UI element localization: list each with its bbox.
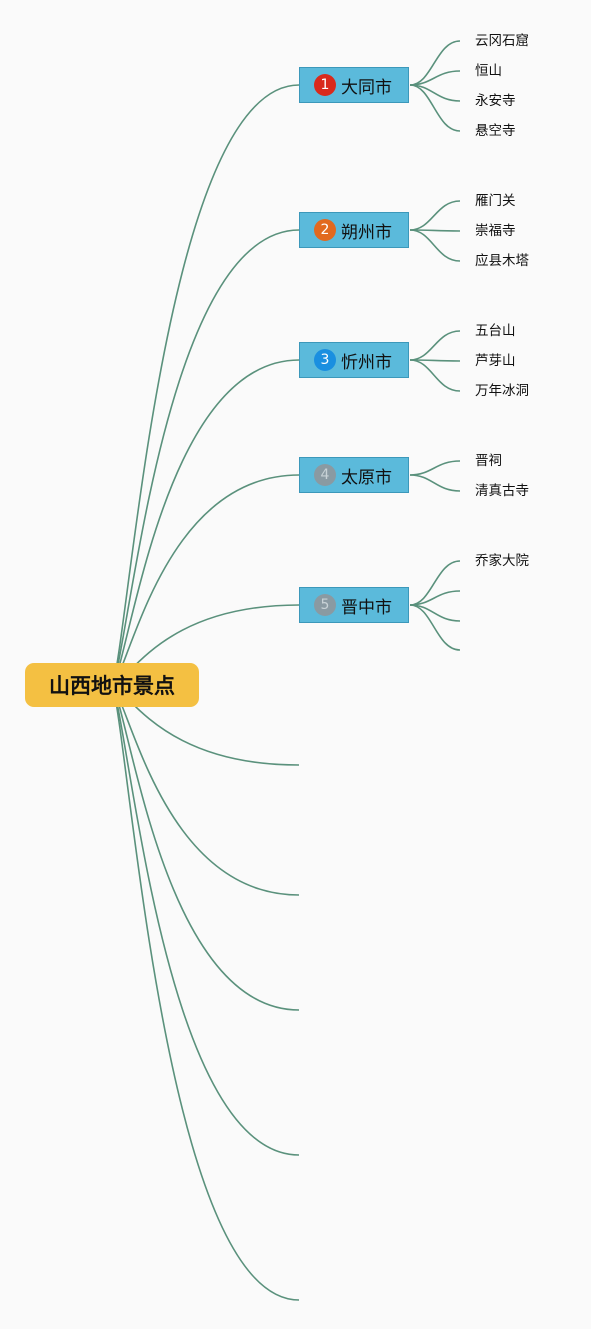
city-node-taiyuan[interactable]: 4 太原市 (299, 457, 409, 493)
spot-connector (409, 229, 461, 262)
spot-label[interactable]: 乔家大院 (475, 553, 529, 569)
spot-connector (409, 604, 461, 651)
city-label: 大同市 (341, 77, 392, 98)
city-label: 太原市 (341, 467, 392, 488)
spot-label[interactable]: 万年冰洞 (475, 383, 529, 399)
spot-connector (409, 84, 461, 132)
spot-connector (409, 359, 461, 392)
branch-connector (112, 229, 300, 687)
spot-label[interactable]: 永安寺 (475, 93, 516, 109)
spot-label[interactable]: 悬空寺 (475, 123, 516, 139)
spot-label[interactable]: 崇福寺 (475, 223, 516, 239)
city-node-datong[interactable]: 1 大同市 (299, 67, 409, 103)
spot-label[interactable]: 五台山 (475, 323, 516, 339)
root-topic[interactable]: 山西地市景点 (25, 663, 199, 707)
city-label: 朔州市 (341, 222, 392, 243)
branch-connector (112, 685, 300, 1301)
city-node-shuozhou[interactable]: 2 朔州市 (299, 212, 409, 248)
spot-label[interactable]: 云冈石窟 (475, 33, 529, 49)
priority-3-icon: 3 (314, 349, 336, 371)
city-node-jinzhong[interactable]: 5 晋中市 (299, 587, 409, 623)
spot-connector (409, 474, 461, 492)
branch-connector (112, 84, 300, 687)
branch-connector (112, 359, 300, 687)
root-topic-label: 山西地市景点 (49, 674, 175, 698)
city-label: 忻州市 (341, 352, 392, 373)
spot-connector (409, 40, 461, 86)
spot-label[interactable]: 芦芽山 (475, 353, 516, 369)
priority-1-icon: 1 (314, 74, 336, 96)
spot-label[interactable]: 雁门关 (475, 193, 516, 209)
priority-4-icon: 4 (314, 464, 336, 486)
priority-2-icon: 2 (314, 219, 336, 241)
spot-label[interactable]: 应县木塔 (475, 253, 529, 269)
branch-connector (112, 685, 300, 1156)
spot-connector (409, 200, 461, 231)
spot-connector (409, 460, 461, 476)
spot-label[interactable]: 恒山 (475, 63, 502, 79)
spot-label[interactable]: 晋祠 (475, 453, 502, 469)
spot-connector (409, 560, 461, 606)
priority-5-icon: 5 (314, 594, 336, 616)
branch-connector (112, 685, 300, 1011)
spot-connector (409, 330, 461, 361)
city-label: 晋中市 (341, 597, 392, 618)
spot-label[interactable]: 清真古寺 (475, 483, 529, 499)
city-node-xinzhou[interactable]: 3 忻州市 (299, 342, 409, 378)
